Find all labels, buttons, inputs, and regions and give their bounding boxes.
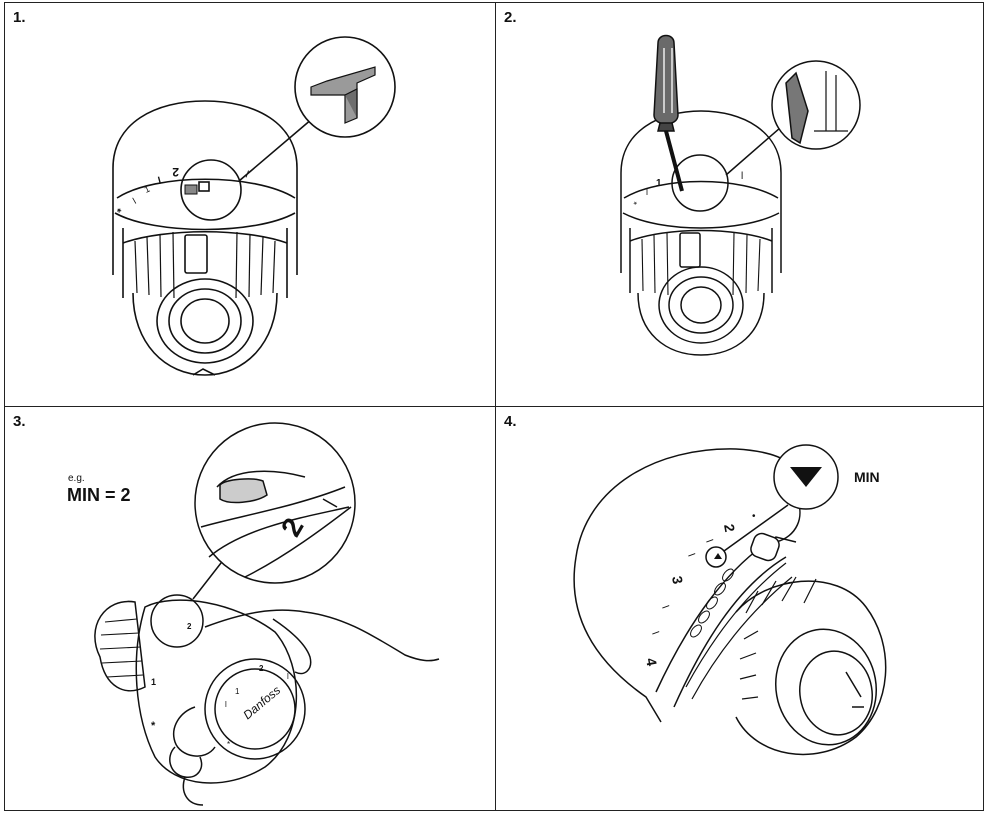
min-setting-label: MIN = 2 [67,485,131,505]
svg-text:*: * [632,199,640,210]
scale-mark-3: 3 [669,575,686,586]
svg-text:*: * [115,206,127,218]
step-2-panel: 2. * l 1 l [495,2,984,407]
step-3-panel: 3. e.g. MIN = 2 [4,406,496,811]
thermostat-head-icon: * l 1 l [620,34,861,356]
step-number: 3. [13,413,26,430]
svg-text:l: l [685,552,696,558]
step-4-panel: 4. MIN [495,406,984,811]
thermostat-head-icon: 4 3 2 l l l l • [573,444,887,756]
svg-text:2: 2 [259,664,264,673]
svg-text:1: 1 [235,687,240,696]
svg-text:l: l [649,630,660,636]
thermostat-head-icon: 1 l 1 2 l * * 2 Danfoss [94,422,440,806]
svg-text:2: 2 [172,165,179,179]
svg-text:1: 1 [656,178,662,189]
svg-text:l: l [287,672,289,681]
scale-mark-2: 2 [721,523,738,534]
brand-logo-icon: Danfoss [240,683,283,722]
magnifier-callout-icon [194,422,356,584]
svg-text:l: l [225,700,227,709]
hand-icon [169,609,440,806]
step-1-panel: 1. * [4,2,496,407]
svg-text:1: 1 [151,677,156,687]
svg-text:1: 1 [143,184,152,195]
step-number: 2. [504,9,517,26]
step-number: 4. [504,413,517,430]
svg-text:l: l [131,196,138,206]
pin-icon [310,66,376,124]
svg-text:*: * [151,720,156,732]
svg-text:l: l [157,175,163,186]
svg-text:l: l [659,604,670,610]
svg-text:*: * [227,740,230,749]
svg-text:•: • [752,511,756,522]
svg-text:l: l [741,171,743,182]
scale-mark-4: 4 [643,657,660,668]
screwdriver-icon [653,34,684,192]
triangle-down-icon [790,467,822,487]
example-prefix: e.g. [68,473,85,484]
min-label: MIN [854,469,880,485]
svg-text:l: l [646,187,648,197]
thermostat-head-icon: * l 1 l 2 l [112,36,396,376]
svg-text:2: 2 [187,622,192,631]
svg-text:l: l [703,538,714,544]
step-number: 1. [13,9,26,26]
